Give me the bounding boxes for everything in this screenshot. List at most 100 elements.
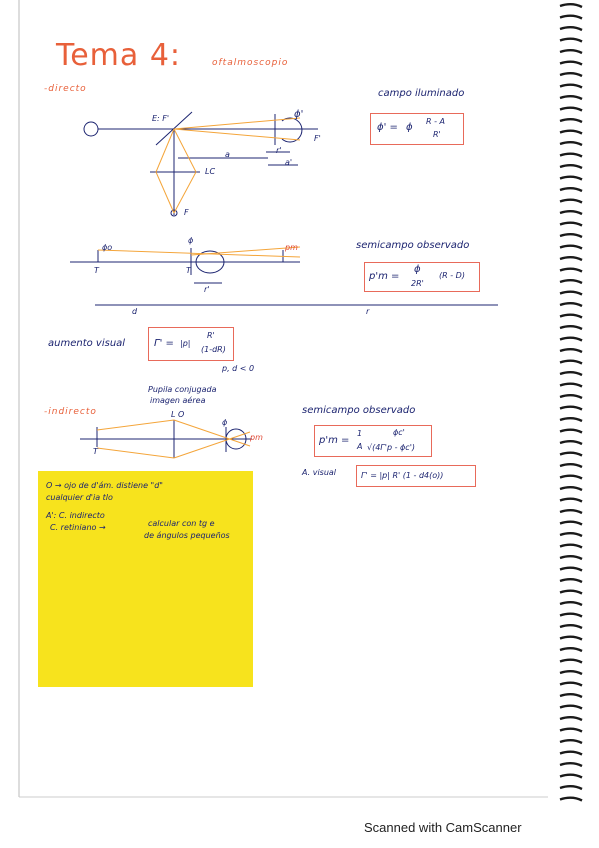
section-direct-label: -directo: [44, 84, 87, 94]
spiral-coil: [559, 95, 583, 101]
diagram-indirect-rays: [96, 419, 251, 459]
aumento-note: p, d < 0: [222, 364, 255, 373]
spiral-coil: [559, 566, 583, 572]
spiral-coil: [559, 290, 583, 296]
label-t: T: [94, 266, 99, 275]
spiral-coil: [559, 624, 583, 630]
spiral-coil: [559, 233, 583, 239]
spiral-coil: [559, 612, 583, 618]
spiral-coil: [559, 175, 583, 181]
spiral-coil: [559, 716, 583, 722]
label-r: r: [366, 307, 370, 316]
spiral-coil: [559, 26, 583, 32]
label-lc: LC: [205, 167, 216, 176]
sticky-line-5: calcular con tg e: [148, 519, 215, 528]
spiral-coil: [559, 72, 583, 78]
spiral-coil: [559, 532, 583, 538]
spiral-coil: [559, 37, 583, 43]
sticky-line-4: C. retiniano →: [50, 523, 106, 532]
spiral-coil: [559, 49, 583, 55]
campo-iluminado-label: campo iluminado: [378, 88, 465, 99]
scanner-watermark: Scanned with CamScanner: [364, 820, 522, 835]
spiral-coil: [559, 417, 583, 423]
spiral-coil: [559, 497, 583, 503]
spiral-coil: [559, 164, 583, 170]
sticky-line-6: de ángulos pequeños: [144, 531, 230, 540]
spiral-coil: [559, 762, 583, 768]
semicampo-formula-box: p'm = ϕ 2R' (R - D): [364, 262, 480, 292]
spiral-coil: [559, 359, 583, 365]
spiral-coil: [559, 382, 583, 388]
spiral-coil: [559, 152, 583, 158]
spiral-coil: [559, 302, 583, 308]
label-phi-pupil: ϕ: [222, 418, 228, 427]
spiral-coil: [559, 313, 583, 319]
spiral-coil: [559, 451, 583, 457]
spiral-coil: [559, 670, 583, 676]
source-f: [170, 209, 178, 217]
spiral-coil: [559, 325, 583, 331]
pupila-note-1: Pupila conjugada: [148, 385, 217, 394]
page-title: Tema 4:: [56, 38, 182, 73]
spiral-coil: [559, 578, 583, 584]
spiral-coil: [559, 750, 583, 756]
spiral-coil: [559, 129, 583, 135]
spiral-coil: [559, 463, 583, 469]
diagram-direct: [83, 111, 318, 217]
spiral-coil: [559, 60, 583, 66]
label-f: F: [184, 208, 189, 217]
section-indirect-label: -indirecto: [44, 407, 97, 417]
label-pm: pm: [285, 243, 298, 252]
spiral-coil: [559, 106, 583, 112]
diagram-indirect: [80, 420, 252, 458]
observer-eye: [83, 121, 99, 137]
spiral-coil: [559, 267, 583, 273]
spiral-coil: [559, 198, 583, 204]
spiral-coil: [559, 601, 583, 607]
sticky-line-3: A': C. indirecto: [46, 511, 105, 520]
label-t3: T: [93, 447, 98, 456]
spiral-coil: [559, 405, 583, 411]
spiral-coil: [559, 739, 583, 745]
aumento-formula-box: Γ' = |p| R' (1-dR): [148, 327, 234, 361]
label-phi: ϕ: [188, 236, 194, 245]
label-r-prime-2: r': [204, 285, 210, 294]
spiral-coil: [559, 83, 583, 89]
label-r-prime: r': [276, 146, 282, 155]
label-f-prime: F': [314, 134, 321, 143]
label-d: d: [132, 307, 138, 316]
spiral-coil: [559, 773, 583, 779]
spiral-coil: [559, 681, 583, 687]
spiral-coil: [559, 3, 583, 9]
subject-eye-2: [195, 250, 225, 274]
label-lo: L O: [171, 410, 185, 419]
spiral-coil: [559, 727, 583, 733]
spiral-coil: [559, 486, 583, 492]
spiral-coil: [559, 555, 583, 561]
subject-eye: [281, 117, 303, 143]
sticky-note: O → ojo de d'ám. distiene "d" cualquier …: [38, 471, 253, 687]
spiral-coil: [559, 14, 583, 20]
spiral-coil: [559, 543, 583, 549]
aumento-indirect-box: Γ' = |p| R' (1 - d4(o)): [356, 465, 476, 487]
spiral-coil: [559, 589, 583, 595]
spiral-coil: [559, 658, 583, 664]
spiral-coil: [559, 704, 583, 710]
spiral-coil: [559, 187, 583, 193]
semicampo-indirect-label: semicampo observado: [302, 405, 416, 416]
pupila-note-2: imagen aérea: [150, 396, 206, 405]
diagram-direct-2-rays: [97, 246, 301, 258]
aumento-visual-label: aumento visual: [48, 338, 126, 349]
campo-formula-box: ϕ' = ϕ R - A R': [370, 113, 464, 145]
label-pm-3: pm: [250, 433, 263, 442]
label-a-prime: a': [285, 158, 293, 167]
diagram-direct-rays: [155, 117, 301, 214]
label-ef: E: F': [152, 114, 170, 123]
semicampo-label: semicampo observado: [356, 240, 470, 251]
label-a: a: [225, 150, 230, 159]
diagram-direct-2: [70, 248, 498, 306]
sticky-line-1: O → ojo de d'ám. distiene "d": [46, 481, 163, 490]
page-subtitle: oftalmoscopio: [212, 58, 289, 68]
spiral-coil: [559, 474, 583, 480]
